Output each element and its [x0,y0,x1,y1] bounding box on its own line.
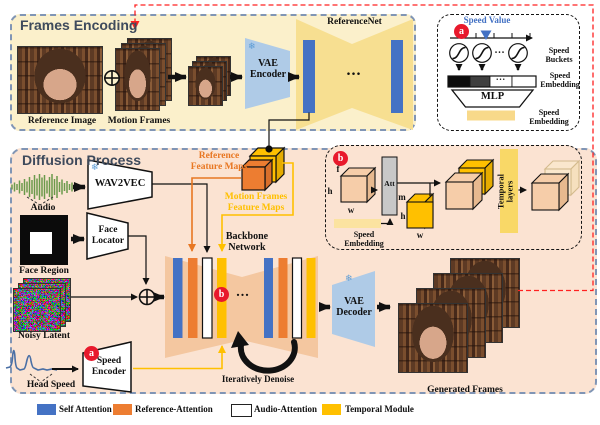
snowflake-icon-vae-encoder: ❄ [248,42,256,52]
buckets-ellipsis: ... [494,45,506,56]
face-region-label: Face Region [19,266,69,276]
referencenet-label: ReferenceNet [327,17,382,27]
noisy-latent-label: Noisy Latent [18,331,70,341]
frames-encoding-title: Frames Encoding [20,17,138,33]
marker-a-box: a [454,24,469,39]
reference-feature-maps-label: Reference Feature Maps [190,151,248,172]
backbone-network-label: Backbone Network [225,231,269,254]
legend-swatch-self-attention [37,404,56,415]
vae-decoder-label: VAE Decoder [336,296,372,319]
marker-b-backbone: b [214,287,229,302]
dim-w-label: w [347,205,355,215]
small-frame-front [188,66,223,106]
legend-label-audio-attention: Audio-Attention [254,404,318,414]
legend-swatch-audio-attention [231,404,252,417]
speed-buckets-label: Speed Buckets [545,46,573,65]
speed-embedding-b-label: Speed Embedding [344,230,384,249]
face-locator-label: Face Locator [91,225,125,246]
dim-m-label: m [398,192,406,202]
marker-a-speed-encoder: a [84,346,99,361]
speed-embedding-bottom-label: Speed Embedding [529,108,569,127]
backbone-ellipsis: ... [236,285,250,300]
vae-encoder-label: VAE Encoder [249,58,287,81]
iteratively-denoise-label: Iteratively Denoise [221,374,295,384]
temporal-layers-label: Temporal layers [495,173,515,210]
noisy-latent-front [13,288,61,332]
legend-swatch-temporal-module [322,404,341,415]
reference-image [17,46,103,114]
mlp-label: MLP [480,91,505,102]
speed-embedding-top-label: Speed Embedding [540,71,580,90]
referencenet-ellipsis: ... [346,62,362,79]
generated-frame-4 [398,303,468,373]
att-label: Att [384,179,395,188]
snowflake-icon-wav2vec: ❄ [91,163,99,173]
reference-image-label: Reference Image [27,116,97,126]
legend-label-reference-attention: Reference-Attention [135,404,213,414]
motion-frame-front [115,48,160,111]
legend-label-temporal-module: Temporal Module [345,404,414,414]
wav2vec-label: WAV2VEC [94,178,146,189]
marker-b-box: b [333,151,348,166]
diffusion-process-title: Diffusion Process [22,152,142,168]
legend-label-self-attention: Self Attention [59,404,112,414]
bar-ellipsis: ... [496,72,506,82]
legend-swatch-reference-attention [113,404,132,415]
snowflake-icon-vae-decoder: ❄ [345,274,353,284]
dim-w2-label: w [416,230,424,240]
audio-label: Audio [30,203,56,213]
generated-frames-label: Generated Frames [427,385,503,395]
dim-h-label: h [327,186,333,196]
motion-feature-maps-label: Motion Frames Feature Maps [224,192,288,213]
dim-h2-label: h [400,211,406,221]
head-speed-label: Head Speed [26,380,76,390]
motion-frames-label: Motion Frames [107,116,171,126]
